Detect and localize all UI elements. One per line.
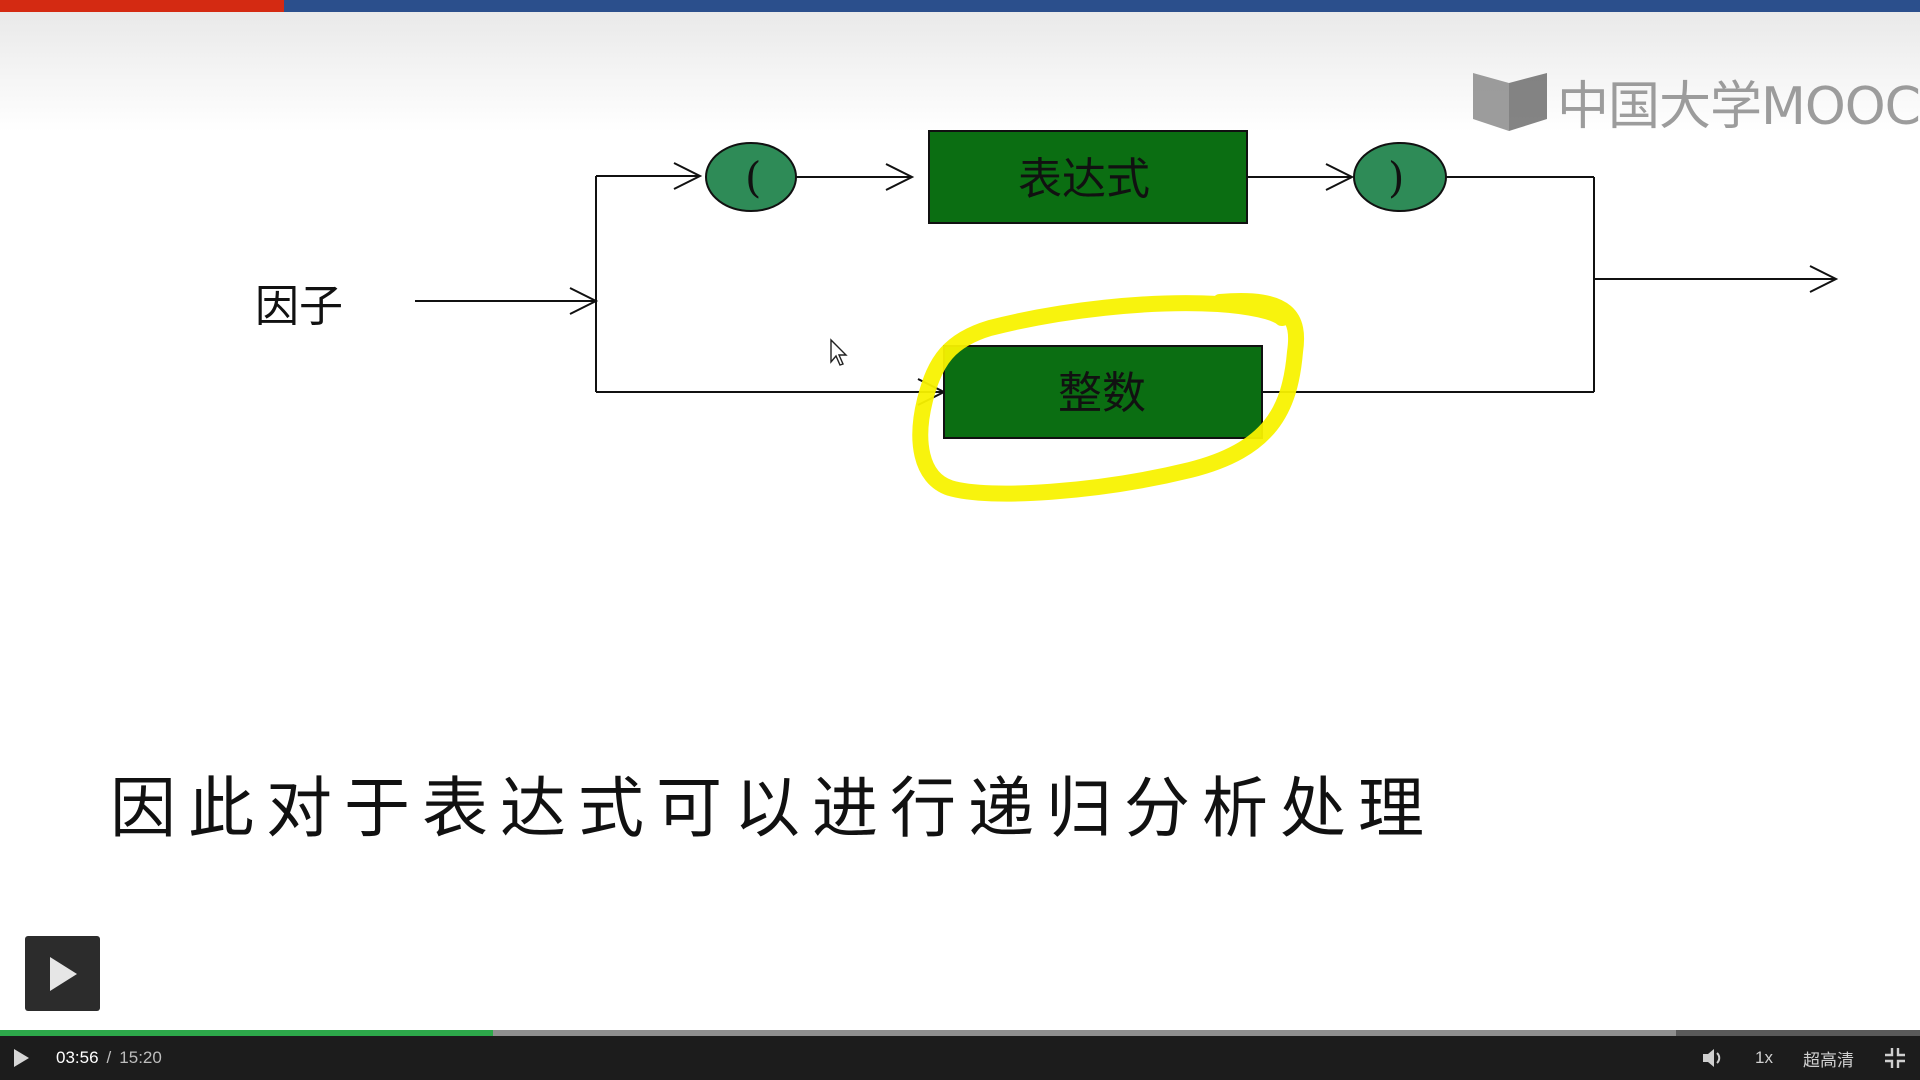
progress-buffered	[0, 1030, 1677, 1036]
integer-box-label: 整数	[1058, 368, 1146, 419]
progress-played	[0, 1030, 494, 1036]
top-bar-red-segment	[0, 0, 284, 12]
playback-speed-button[interactable]: 1x	[1755, 1048, 1773, 1067]
current-time: 03:56	[56, 1048, 99, 1067]
slide-header-fade	[0, 12, 1920, 132]
fullscreen-exit-icon[interactable]	[1884, 1047, 1906, 1069]
top-color-bar	[0, 0, 1920, 12]
player-control-bar: 03:56 / 15:20 1x 超高清	[0, 1036, 1920, 1080]
left-paren-text: (	[745, 153, 761, 202]
quality-button[interactable]: 超高清	[1803, 1050, 1854, 1070]
syntax-diagram: 因子 ( 表达式 ) 整数	[255, 130, 1839, 502]
big-play-button[interactable]	[25, 936, 100, 1011]
expression-box-label: 表达式	[1018, 154, 1150, 205]
right-paren-text: )	[1388, 153, 1404, 202]
time-display: 03:56 / 15:20	[56, 1048, 162, 1068]
top-path-arrowhead-1	[673, 162, 703, 190]
integer-box	[943, 345, 1263, 439]
yellow-highlight-annotation	[912, 293, 1305, 502]
time-separator: /	[106, 1048, 112, 1067]
expression-box	[928, 130, 1248, 224]
top-path-arrowhead-2	[885, 163, 915, 191]
factor-label: 因子	[255, 281, 343, 332]
duration: 15:20	[119, 1048, 162, 1067]
mooc-logo-icon	[1472, 73, 1547, 131]
play-icon	[14, 1049, 29, 1067]
exit-arrowhead	[1809, 265, 1839, 293]
mooc-watermark: 中国大学MOOC	[1471, 68, 1920, 137]
mouse-cursor-icon	[830, 338, 848, 366]
play-icon	[49, 956, 77, 991]
control-bar-right: 1x 超高清	[1701, 1046, 1906, 1071]
slide-caption: 因此对于表达式可以进行递归分析处理	[110, 770, 1436, 847]
watermark-text: 中国大学MOOC	[1556, 76, 1920, 137]
top-bar-blue-segment	[284, 0, 1920, 12]
progress-bar[interactable]	[0, 1030, 1920, 1036]
play-button[interactable]	[12, 1048, 32, 1068]
top-path-arrowhead-3	[1325, 163, 1355, 191]
volume-icon[interactable]	[1701, 1047, 1725, 1069]
